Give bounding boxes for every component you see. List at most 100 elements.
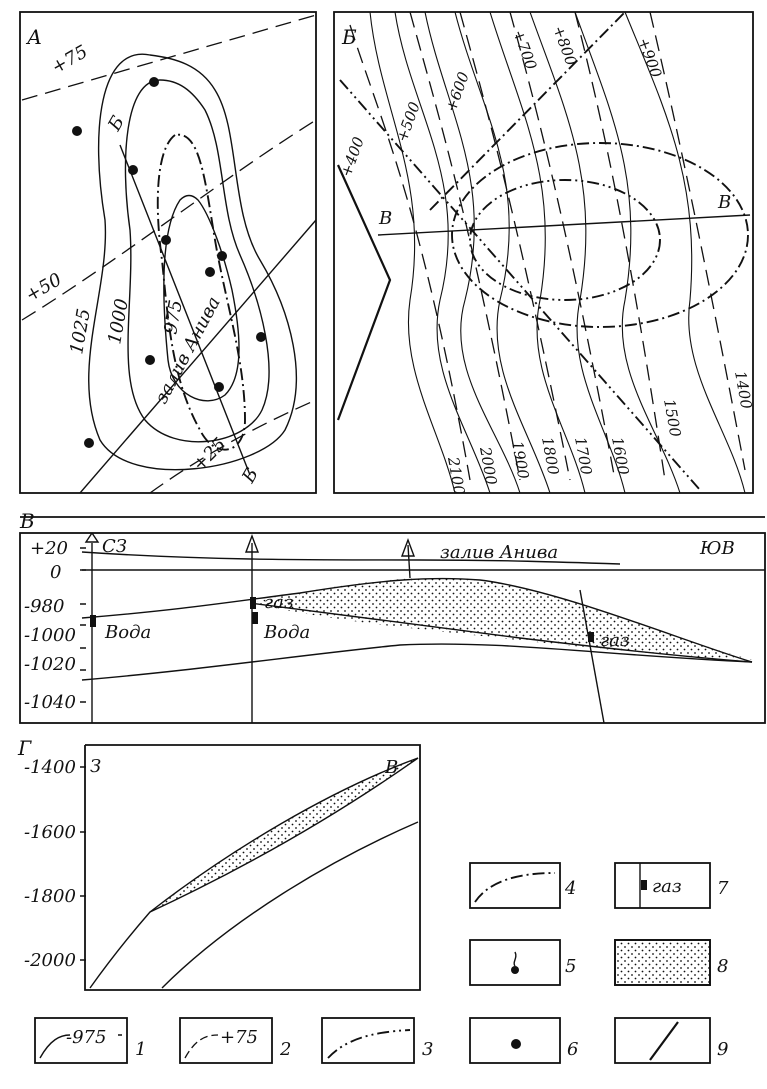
well-bore	[407, 544, 411, 579]
direction-label-right: ЮВ	[699, 538, 735, 559]
well-marker	[214, 382, 224, 392]
boundary-line-diagonal	[339, 79, 701, 491]
legend-sample-3	[327, 1029, 411, 1059]
legend-sample-9	[649, 1021, 679, 1061]
perforation-marker	[588, 632, 594, 642]
isoline-label: +800	[549, 23, 580, 68]
section-letter: В	[378, 208, 392, 229]
legend-sample-7: газ	[652, 876, 682, 897]
y-tick-label: -1800	[24, 886, 76, 907]
legend-sample-2: +75	[220, 1027, 258, 1048]
gas-body-v	[250, 577, 752, 660]
panel-b-frame	[333, 11, 754, 494]
contour-1400	[624, 12, 746, 493]
direction-label-right: В	[384, 757, 398, 778]
legend-number: 4	[564, 878, 576, 899]
gas-outline-inner	[469, 179, 661, 301]
y-tick-label: -1400	[24, 757, 76, 778]
legend-item-4: 4	[469, 862, 576, 909]
well-marker	[161, 235, 171, 245]
panel-a-letter: А	[25, 25, 42, 49]
perforation-marker	[90, 615, 96, 627]
contour-label: 1400	[731, 370, 755, 411]
contour-label: 1500	[660, 398, 684, 439]
legend-item-5: 5	[469, 939, 576, 986]
contour-2000	[394, 12, 491, 493]
coastline-a	[79, 219, 316, 493]
contour-1600	[529, 12, 626, 493]
reservoir-top-g	[89, 757, 419, 989]
legend-sample-5	[513, 951, 517, 967]
isoline-plus600	[459, 12, 571, 481]
y-tick-label: -1600	[24, 822, 76, 843]
legend-item-2: +75 2	[179, 1017, 291, 1064]
y-tick-label: -980	[24, 596, 64, 617]
fault-line	[336, 164, 392, 421]
y-axis-ticks	[80, 547, 86, 703]
contour-label: 2000	[476, 445, 501, 487]
gas-label: газ	[600, 630, 630, 651]
section-line-b	[119, 144, 251, 476]
legend-sample-1: -975	[66, 1027, 106, 1048]
isoline-plus700	[509, 12, 616, 481]
isoline-plus400	[349, 24, 471, 481]
well-head-icon	[400, 538, 416, 557]
isoline-label: +900	[634, 35, 665, 80]
legend-item-1: -975 1	[34, 1017, 146, 1064]
legend-number: 6	[567, 1039, 578, 1060]
isoline-label: +700	[509, 27, 540, 72]
contour-1500	[574, 12, 681, 493]
isoline-label: +75	[48, 41, 91, 78]
isoline-plus900	[649, 12, 746, 471]
well-marker	[84, 438, 94, 448]
panel-v: В +2	[19, 509, 766, 724]
section-letter: Б	[238, 465, 263, 488]
contour-label: 975	[160, 298, 187, 335]
contour-975	[163, 194, 240, 402]
y-tick-label: -1020	[24, 654, 76, 675]
contour-1700	[489, 12, 586, 493]
legend-number: 1	[135, 1039, 146, 1060]
contour-label: 1700	[571, 436, 595, 477]
panel-a-frame	[19, 11, 317, 494]
water-fluid-label: Вода	[104, 622, 151, 643]
legend-number: 8	[717, 956, 728, 977]
gas-water-contact-g	[149, 757, 419, 913]
well-head-icon	[84, 533, 100, 543]
legend-item-3: 3	[321, 1017, 433, 1064]
contour-label: 1900	[508, 440, 532, 481]
panel-b: Б	[333, 11, 755, 494]
water-label: залив Анива	[440, 542, 558, 563]
panel-g-letter: Г	[17, 736, 32, 760]
isoline-label: +50	[22, 269, 65, 306]
section-line-v	[377, 214, 751, 236]
reservoir-base-g	[161, 821, 419, 989]
y-tick-label: +20	[30, 538, 68, 559]
water-fluid-label: Вода	[263, 622, 310, 643]
legend-sample-8	[614, 939, 711, 986]
isoline-label: +500	[393, 99, 424, 144]
perforation-marker	[250, 597, 256, 609]
well-marker	[149, 77, 159, 87]
boundary-line-top	[429, 12, 626, 211]
legend-number: 2	[279, 1039, 291, 1060]
well-marker	[217, 251, 227, 261]
legend-item-6: 6	[469, 1017, 578, 1064]
legend-sample-4	[474, 872, 556, 903]
reservoir-base	[81, 643, 753, 681]
contour-2100	[369, 12, 456, 493]
contour-1900	[424, 12, 521, 493]
section-letter: В	[717, 192, 731, 213]
legend-number: 5	[565, 956, 576, 977]
water-label: залив Анива	[151, 293, 225, 407]
isoline-plus800	[574, 12, 666, 481]
contour-label: 1600	[608, 436, 632, 477]
well-marker	[72, 126, 82, 136]
direction-label-left: З	[90, 756, 101, 777]
legend-item-8: 8	[614, 939, 728, 986]
reservoir-top	[81, 577, 753, 663]
isoline-plus25	[149, 399, 316, 493]
direction-label-left: СЗ	[102, 536, 127, 557]
well-marker	[145, 355, 155, 365]
